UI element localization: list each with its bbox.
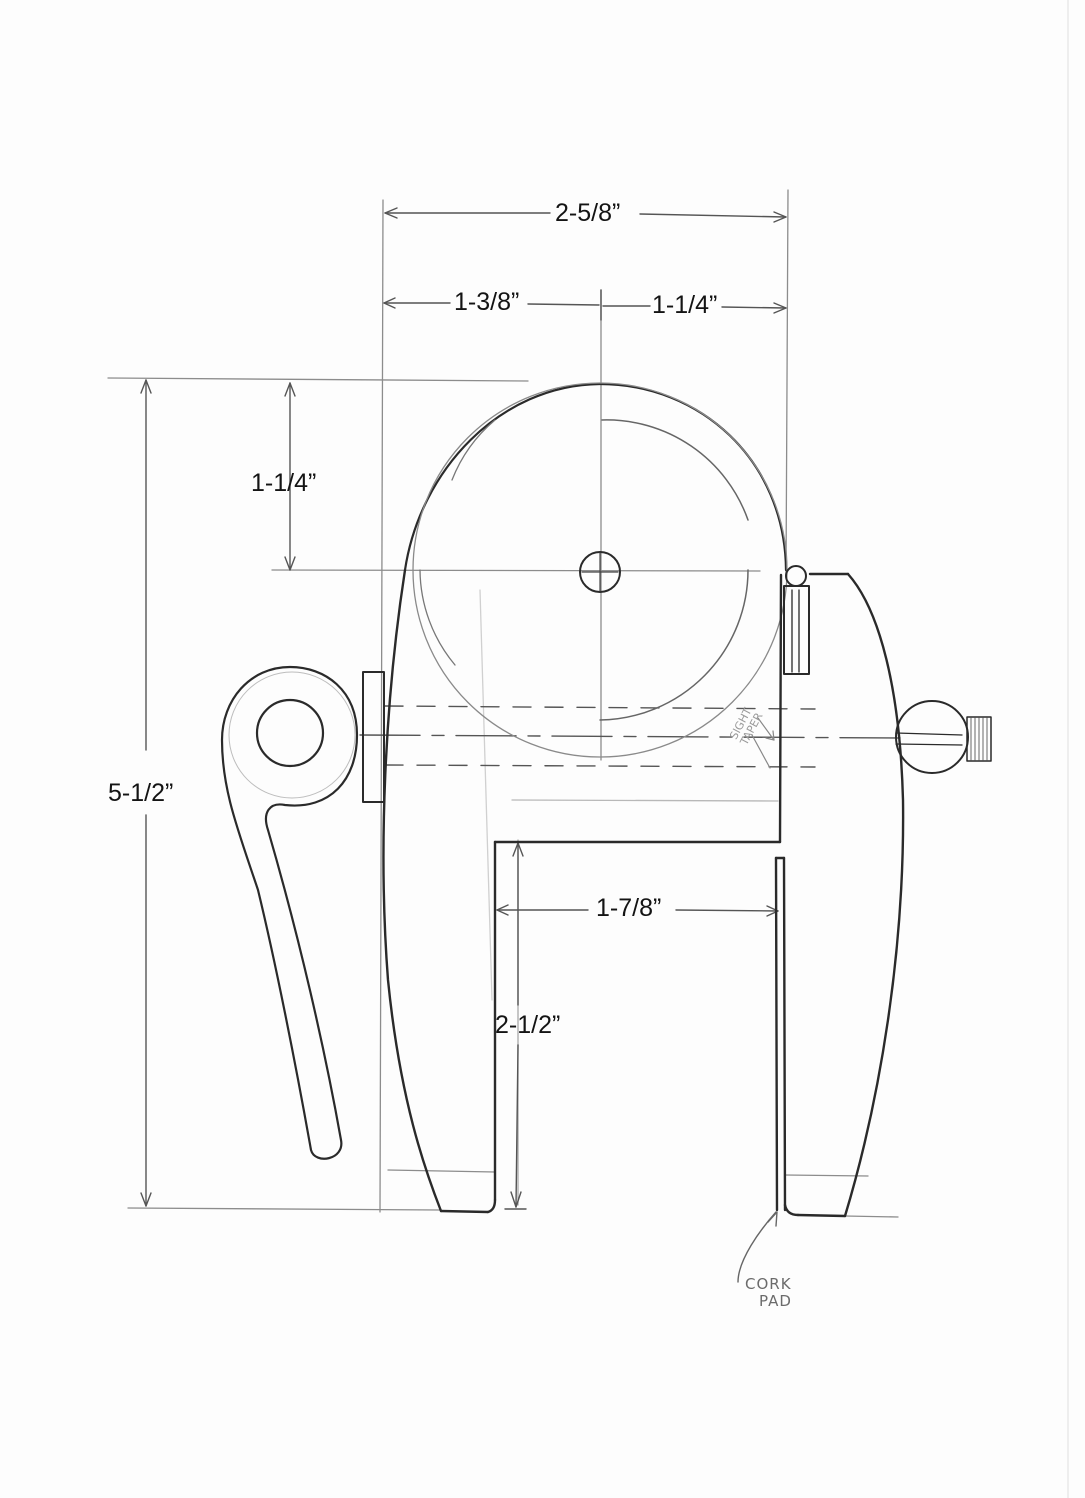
dim-overall-width: 2-5/8” xyxy=(555,199,621,227)
cork-pad-leader xyxy=(737,1211,778,1283)
hidden-lines xyxy=(359,705,901,768)
thumb-screw xyxy=(895,700,992,774)
sight-taper-arrow xyxy=(751,717,775,769)
left-pad xyxy=(362,671,385,803)
dimension-lines xyxy=(140,207,787,1210)
dim-jaw-opening-width: 1-7/8” xyxy=(596,894,662,922)
dim-center-to-right: 1-1/4” xyxy=(652,291,718,319)
clamp-body xyxy=(382,568,905,1218)
cork-pad-line2: PAD xyxy=(759,1292,792,1311)
hinge-pin xyxy=(783,565,810,675)
cork-pad-line1: CORK xyxy=(745,1275,792,1293)
dim-overall-height: 5-1/2” xyxy=(108,779,174,807)
dim-left-to-center: 1-3/8” xyxy=(454,288,520,316)
cam-lever xyxy=(220,665,359,1160)
cork-pad-note: CORK PAD xyxy=(745,1275,792,1311)
dim-top-to-center: 1-1/4” xyxy=(251,469,317,497)
dim-jaw-depth: 2-1/2” xyxy=(495,1011,561,1039)
